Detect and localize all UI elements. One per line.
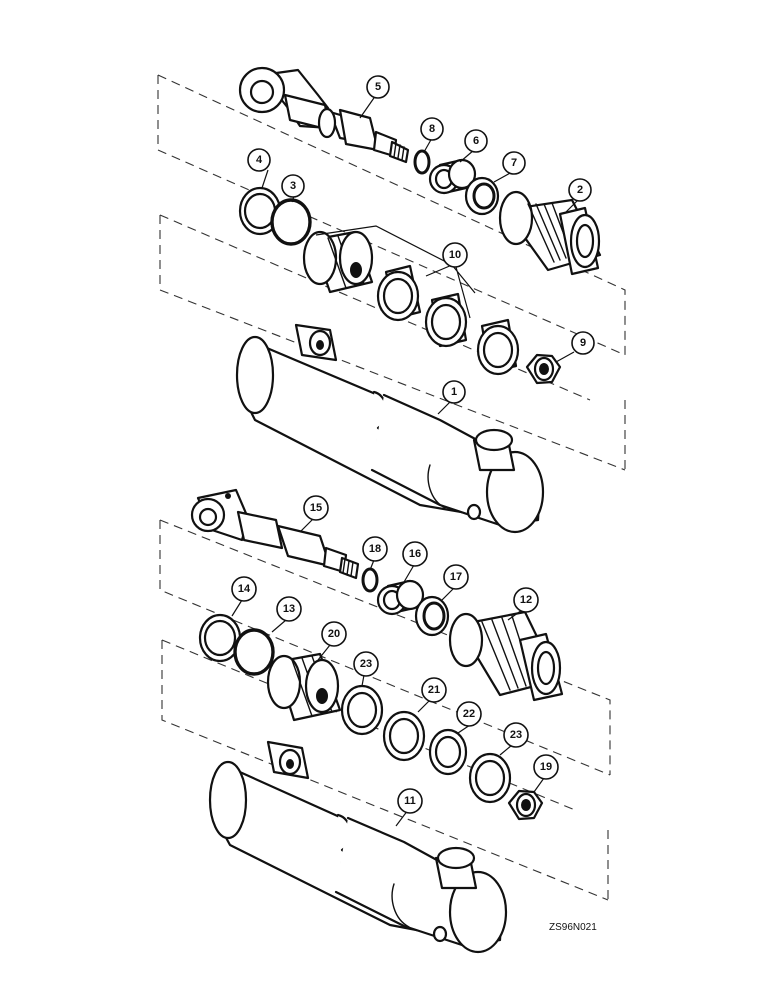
callout-18: 18 (362, 536, 388, 562)
callout-label: 21 (428, 684, 440, 696)
callout-4: 4 (247, 148, 271, 172)
callout-label: 12 (520, 594, 532, 606)
part-18-o-ring (361, 567, 379, 593)
callout-label: 18 (369, 543, 381, 555)
part-22-ring (428, 728, 468, 776)
callout-label: 3 (290, 180, 296, 192)
callout-label: 11 (404, 795, 416, 807)
callout-label: 14 (238, 583, 251, 595)
callout-20: 20 (321, 621, 347, 647)
callout-23-b: 23 (503, 722, 529, 748)
callout-label: 8 (429, 123, 435, 135)
part-23-ring-a (340, 684, 384, 736)
part-6-bushing (428, 158, 477, 195)
callout-17: 17 (443, 564, 469, 590)
part-5-piston-rod (238, 66, 410, 164)
callout-22: 22 (456, 701, 482, 727)
callout-label: 22 (463, 708, 475, 720)
figure-code: ZS96N021 (549, 922, 597, 933)
callout-label: 5 (375, 81, 381, 93)
callout-label: 23 (510, 729, 522, 741)
callout-1: 1 (442, 380, 466, 404)
callout-6: 6 (464, 129, 488, 153)
callout-label: 4 (256, 154, 263, 166)
callout-8: 8 (420, 117, 444, 141)
part-10-wear-rings (376, 264, 520, 376)
callout-label: 13 (283, 603, 295, 615)
callout-label: 9 (580, 337, 586, 349)
part-16-bushing (376, 579, 425, 616)
part-23-ring-b (468, 752, 512, 804)
callout-5: 5 (366, 75, 390, 99)
callout-label: 10 (449, 249, 461, 261)
callout-11: 11 (397, 788, 423, 814)
upper-alignment-lines (157, 74, 626, 471)
part-3-o-ring (270, 198, 312, 246)
callout-15: 15 (303, 495, 329, 521)
callout-14: 14 (231, 576, 257, 602)
leader-lines (231, 94, 579, 827)
part-20-piston (266, 652, 342, 722)
part-14-backup-ring (198, 613, 242, 663)
callout-label: 1 (451, 386, 457, 398)
callout-label: 16 (409, 548, 421, 560)
callout-23-a: 23 (353, 651, 379, 677)
callout-label: 2 (577, 184, 583, 196)
part-21-seal-ring (382, 710, 426, 762)
callout-12: 12 (513, 587, 539, 613)
part-15-piston-rod (190, 488, 360, 580)
part-4-backup-ring (238, 186, 282, 236)
callout-label: 6 (473, 135, 479, 147)
callout-3: 3 (281, 174, 305, 198)
callout-label: 7 (511, 157, 517, 169)
callout-label: 17 (450, 571, 462, 583)
part-2-gland (498, 190, 602, 276)
part-17-rod-seal (414, 595, 450, 637)
callout-19: 19 (533, 754, 559, 780)
callout-13: 13 (276, 596, 302, 622)
callout-label: 20 (328, 628, 340, 640)
callout-21: 21 (421, 677, 447, 703)
callout-9: 9 (571, 331, 595, 355)
callout-label: 15 (310, 502, 322, 514)
callout-2: 2 (568, 178, 592, 202)
callout-10: 10 (442, 242, 468, 268)
part-1-barrel (235, 323, 545, 534)
part-8-o-ring (413, 149, 431, 175)
callout-label: 19 (540, 761, 552, 773)
part-19-nut (507, 789, 544, 821)
callout-16: 16 (402, 541, 428, 567)
part-9-nut (525, 353, 562, 385)
part-12-gland (448, 610, 564, 702)
callout-label: 23 (360, 658, 372, 670)
part-13-o-ring (233, 628, 275, 676)
callout-7: 7 (502, 151, 526, 175)
part-7-rod-seal (464, 176, 500, 216)
part-11-barrel (208, 740, 508, 954)
part-10-piston (302, 230, 374, 294)
